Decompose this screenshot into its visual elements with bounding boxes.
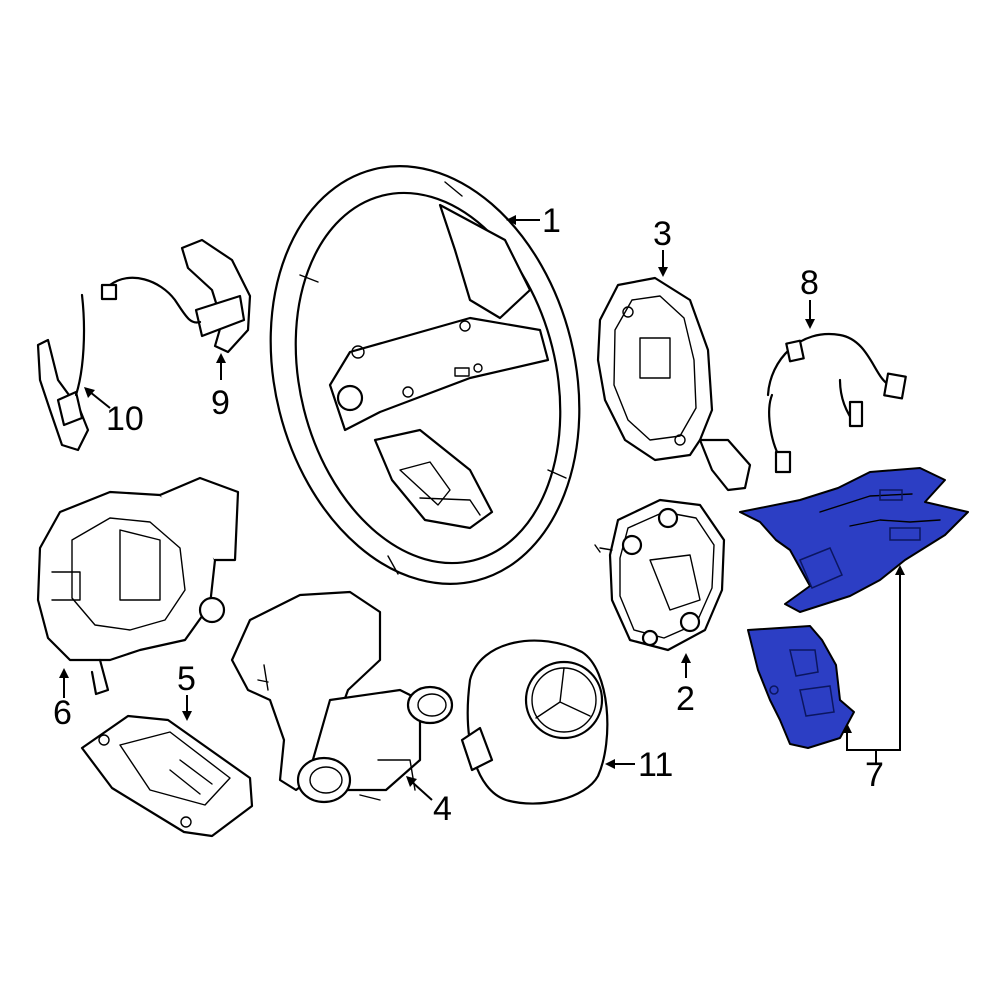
- trim-cover-housing[interactable]: [36, 476, 240, 696]
- callout-1: 1: [542, 202, 561, 240]
- paddle-downshift[interactable]: [36, 293, 90, 452]
- airbag[interactable]: [460, 639, 609, 805]
- wire-harness[interactable]: [766, 332, 907, 474]
- switch-assembly-upper-shape: [739, 467, 969, 613]
- leader-lines: [59, 215, 905, 801]
- callout-6: 6: [53, 694, 72, 732]
- callout-2: 2: [676, 680, 695, 718]
- callout-4: 4: [433, 790, 452, 828]
- callout-3: 3: [653, 215, 672, 253]
- callout-11: 11: [638, 746, 673, 784]
- switch-assembly-lower-shape: [747, 625, 855, 749]
- lower-trim-panel[interactable]: [80, 714, 254, 838]
- callout-8: 8: [800, 264, 819, 302]
- steering-wheel[interactable]: [228, 133, 622, 617]
- switch-assembly-lower[interactable]: [747, 625, 855, 749]
- paddle-upshift[interactable]: [100, 238, 252, 354]
- callout-9: 9: [211, 384, 230, 422]
- lower-cover[interactable]: [230, 590, 454, 804]
- callout-7: 7: [865, 756, 884, 794]
- mounting-plate[interactable]: [594, 498, 726, 652]
- switch-assembly-upper[interactable]: [739, 467, 969, 613]
- callout-5: 5: [177, 660, 196, 698]
- clock-spring[interactable]: [596, 276, 752, 492]
- callout-10: 10: [106, 400, 144, 438]
- callout-labels: 1 3 8 9 10 2 6 5 4 11 7: [53, 202, 884, 828]
